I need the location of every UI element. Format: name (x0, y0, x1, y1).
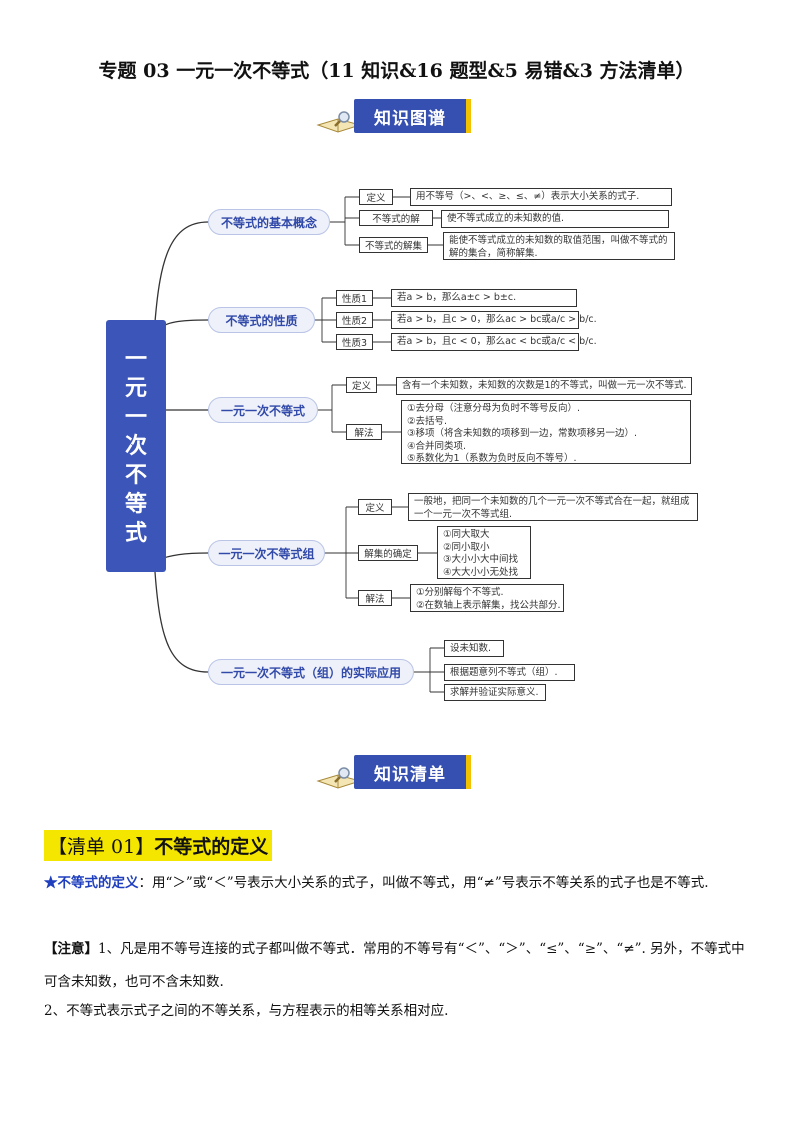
root-char: 式 (125, 519, 147, 548)
branch-inequality-system: 一元一次不等式组 (208, 540, 325, 566)
desc-line: 一般地，把同一个未知数的几个一元一次不等式合在一起，就组成 (414, 496, 692, 509)
section-title: 不等式的定义 (154, 836, 268, 858)
definition-term: ★不等式的定义 (44, 875, 139, 891)
desc-line: 含有一个未知数，未知数的次数是1的不等式，叫做一元一次不等式. (402, 380, 686, 393)
tag-system-definition: 定义 (358, 499, 392, 515)
section-heading: 【清单 01】不等式的定义 (44, 830, 272, 861)
tag-solution-set: 不等式的解集 (359, 237, 428, 253)
desc-line: 求解并验证实际意义. (450, 687, 540, 700)
root-char: 一 (125, 345, 147, 374)
tag-solution-set-rule: 解集的确定 (358, 545, 418, 561)
desc-line: 使不等式成立的未知数的值. (447, 213, 663, 226)
tag-property-2: 性质2 (336, 312, 373, 328)
branch-basic-concepts: 不等式的基本概念 (208, 209, 330, 235)
note-paragraph: 【注意】1、凡是用不等号连接的式子都叫做不等式．常用的不等号有“＜”、“＞”、“… (44, 933, 754, 999)
knowledge-list-banner: 知识清单 (318, 753, 434, 787)
desc-line: ①分别解每个不等式. (416, 587, 558, 600)
desc-line: 设未知数. (450, 643, 498, 656)
application-step-1: 设未知数. (444, 640, 504, 657)
desc-solution-set-rule: ①同大取大 ②同小取小 ③大小小大中间找 ④大大小小无处找 (437, 526, 531, 579)
desc-line: 一个一元一次不等式组. (414, 509, 692, 522)
root-char: 不 (125, 461, 147, 490)
root-char: 次 (125, 432, 147, 461)
root-char: 一 (125, 403, 147, 432)
desc-line: ③大小小大中间找 (443, 554, 525, 567)
root-char: 元 (125, 374, 147, 403)
mindmap-root: 一 元 一 次 不 等 式 (106, 320, 166, 572)
desc-line: 若a > b，那么a±c > b±c. (397, 292, 571, 305)
desc-line: 用不等号（>、<、≥、≤、≠）表示大小关系的式子. (416, 191, 666, 204)
branch-linear-inequality: 一元一次不等式 (208, 397, 318, 423)
desc-line: ⑤系数化为1（系数为负时反向不等号）. (407, 453, 685, 466)
desc-property-2: 若a > b，且c > 0，那么ac > bc或a/c > b/c. (391, 311, 579, 329)
desc-linear-definition: 含有一个未知数，未知数的次数是1的不等式，叫做一元一次不等式. (396, 377, 692, 395)
desc-line: ④大大小小无处找 (443, 567, 525, 580)
tag-property-3: 性质3 (336, 334, 373, 350)
tag-linear-definition: 定义 (346, 377, 377, 393)
desc-linear-method: ①去分母（注意分母为负时不等号反向）. ②去括号. ③移项（将含未知数的项移到一… (401, 400, 691, 464)
desc-line: 若a > b，且c > 0，那么ac > bc或a/c > b/c. (397, 314, 573, 327)
desc-definition: 用不等号（>、<、≥、≤、≠）表示大小关系的式子. (410, 188, 672, 206)
desc-line: ②在数轴上表示解集，找公共部分. (416, 600, 558, 613)
root-char: 等 (125, 490, 147, 519)
note-label: 【注意】 (44, 941, 98, 957)
relation-paragraph: 2、不等式表示式子之间的不等关系，与方程表示的相等关系相对应. (44, 995, 754, 1028)
desc-solution-set: 能使不等式成立的未知数的取值范围，叫做不等式的 解的集合，简称解集. (443, 232, 675, 260)
banner-label: 知识清单 (354, 755, 471, 789)
relation-text: 2、不等式表示式子之间的不等关系，与方程表示的相等关系相对应. (44, 1003, 448, 1019)
desc-line: 根据题意列不等式（组）. (450, 667, 569, 680)
desc-system-definition: 一般地，把同一个未知数的几个一元一次不等式合在一起，就组成 一个一元一次不等式组… (408, 493, 698, 521)
desc-line: 若a > b，且c < 0，那么ac < bc或a/c < b/c. (397, 336, 573, 349)
branch-application: 一元一次不等式（组）的实际应用 (208, 659, 414, 685)
tag-property-1: 性质1 (336, 290, 373, 306)
desc-line: ④合并同类项. (407, 441, 685, 454)
application-step-3: 求解并验证实际意义. (444, 684, 546, 701)
branch-properties: 不等式的性质 (208, 307, 315, 333)
application-step-2: 根据题意列不等式（组）. (444, 664, 575, 681)
desc-line: ③移项（将含未知数的项移到一边，常数项移另一边）. (407, 428, 685, 441)
desc-system-method: ①分别解每个不等式. ②在数轴上表示解集，找公共部分. (410, 584, 564, 612)
section-number: 【清单 01】 (48, 836, 154, 858)
tag-definition: 定义 (359, 189, 393, 205)
desc-line: ①同大取大 (443, 529, 525, 542)
desc-solution: 使不等式成立的未知数的值. (441, 210, 669, 228)
tag-solution: 不等式的解 (359, 210, 433, 226)
desc-line: ②去括号. (407, 416, 685, 429)
tag-linear-method: 解法 (346, 424, 382, 440)
definition-text: ：用“＞”或“＜”号表示大小关系的式子，叫做不等式，用“≠”号表示不等关系的式子… (139, 875, 709, 891)
desc-line: 解的集合，简称解集. (449, 248, 669, 261)
desc-line: ②同小取小 (443, 542, 525, 555)
tag-system-method: 解法 (358, 590, 392, 606)
desc-property-1: 若a > b，那么a±c > b±c. (391, 289, 577, 307)
desc-line: ①去分母（注意分母为负时不等号反向）. (407, 403, 685, 416)
desc-line: 能使不等式成立的未知数的取值范围，叫做不等式的 (449, 235, 669, 248)
definition-paragraph: ★不等式的定义：用“＞”或“＜”号表示大小关系的式子，叫做不等式，用“≠”号表示… (44, 867, 754, 900)
desc-property-3: 若a > b，且c < 0，那么ac < bc或a/c < b/c. (391, 333, 579, 351)
note-text: 1、凡是用不等号连接的式子都叫做不等式．常用的不等号有“＜”、“＞”、“≤”、“… (44, 941, 745, 990)
